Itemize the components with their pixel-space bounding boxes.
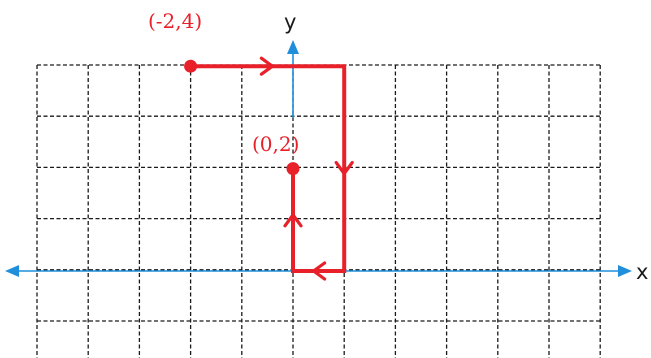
point-label-end: (0,2) xyxy=(252,132,299,156)
start-point-dot xyxy=(184,59,198,73)
axes xyxy=(5,40,632,277)
x-axis-label: x xyxy=(636,260,648,284)
y-axis-arrow xyxy=(287,40,299,54)
path-layer xyxy=(190,56,354,281)
point-label-start: (-2,4) xyxy=(148,9,202,33)
direction-arrow xyxy=(310,261,327,281)
direction-arrow xyxy=(283,212,303,228)
dashed-grid xyxy=(36,64,601,358)
direction-arrow xyxy=(334,161,354,177)
x-axis-arrow-right xyxy=(618,265,632,277)
path-line xyxy=(190,64,347,273)
y-axis-label: y xyxy=(284,10,296,34)
points-layer xyxy=(184,59,300,176)
direction-arrow xyxy=(259,56,276,76)
end-point-dot xyxy=(286,162,300,176)
x-axis-arrow-left xyxy=(5,265,19,277)
